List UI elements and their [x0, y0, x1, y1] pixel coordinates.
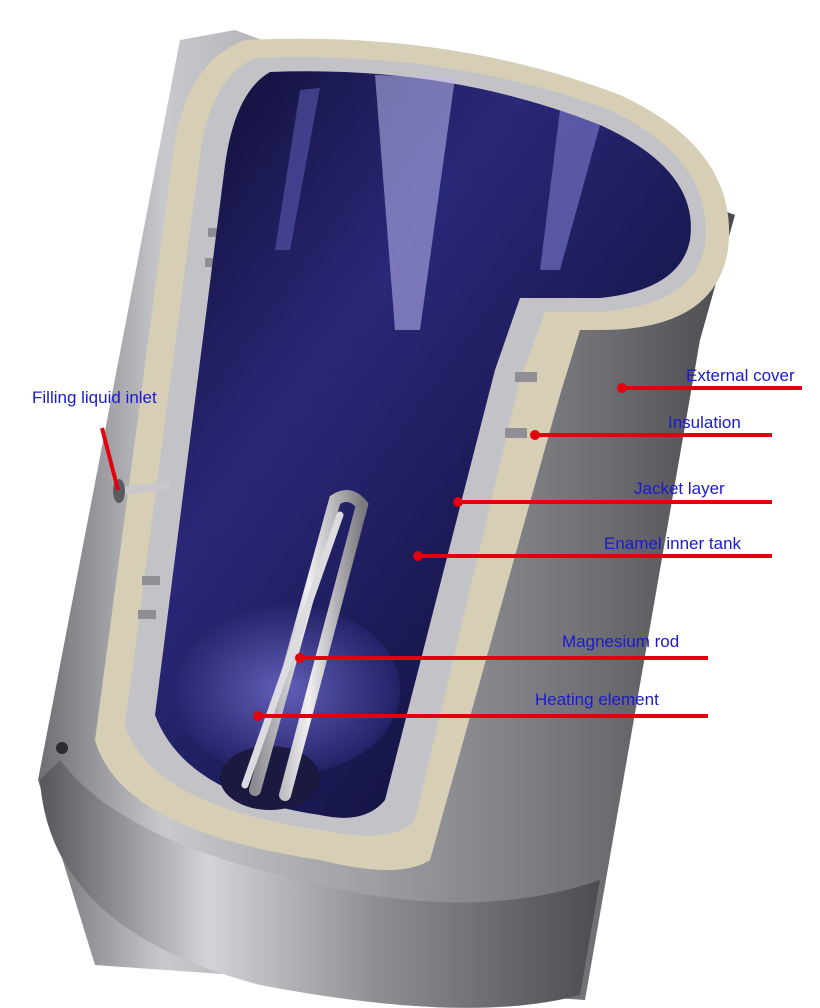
leader-dots — [253, 383, 627, 721]
label-insulation: Insulation — [668, 413, 741, 432]
heating-element-loop — [249, 490, 369, 801]
leader-filling-liquid-inlet — [100, 427, 120, 491]
magnesium-rod-shape — [241, 511, 344, 789]
filling-inlet-pipe — [120, 481, 171, 495]
label-enamel-inner-tank: Enamel inner tank — [604, 534, 742, 553]
tank-base — [40, 760, 600, 1008]
tank-reflection — [375, 75, 455, 330]
label-magnesium-rod: Magnesium rod — [562, 632, 680, 651]
side-port — [56, 742, 68, 754]
leader-lines — [100, 386, 802, 718]
label-filling-liquid-inlet: Filling liquid inlet — [32, 388, 157, 407]
label-heating-element: Heating element — [535, 690, 659, 709]
label-external-cover: External cover — [686, 366, 795, 385]
label-jacket-layer: Jacket layer — [634, 479, 725, 498]
